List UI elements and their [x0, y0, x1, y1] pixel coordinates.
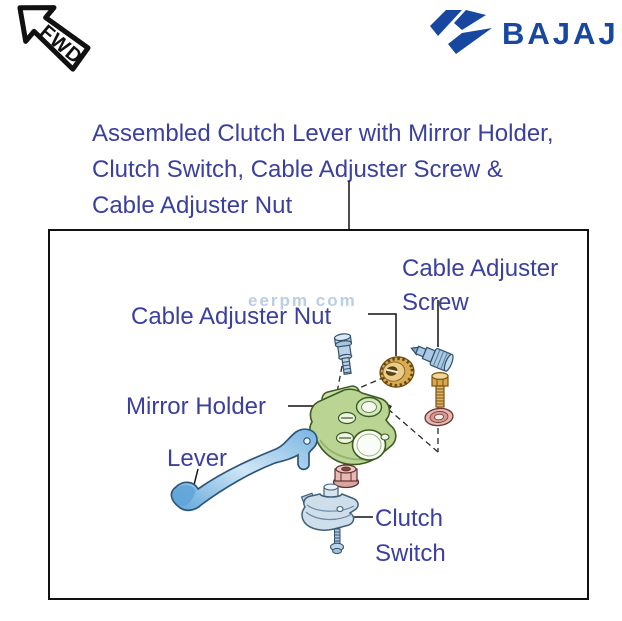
fwd-stamp: FWD — [17, 5, 91, 72]
lever-label: Lever — [167, 445, 228, 472]
page-title-line1: Assembled Clutch Lever with Mirror Holde… — [92, 120, 554, 147]
page-title: Assembled Clutch Lever with Mirror Holde… — [92, 116, 554, 224]
watermark: eerpm com — [248, 291, 357, 310]
bajaj-logo-icon — [430, 10, 492, 54]
cable-adjuster-screw-label: Cable Adjuster Screw — [402, 255, 559, 316]
page-title-line3: Cable Adjuster Nut — [92, 192, 293, 219]
bajaj-wordmark: BAJAJ — [502, 16, 619, 51]
diagram-box — [48, 229, 589, 600]
page-title-line2: Clutch Switch, Cable Adjuster Screw & — [92, 156, 503, 183]
fwd-arrow-icon — [17, 5, 91, 72]
mirror-holder-label: Mirror Holder — [126, 393, 267, 420]
clutch-switch-label: Clutch Switch — [375, 505, 446, 567]
cable-adjuster-nut-label: Cable Adjuster Nut — [131, 303, 332, 330]
